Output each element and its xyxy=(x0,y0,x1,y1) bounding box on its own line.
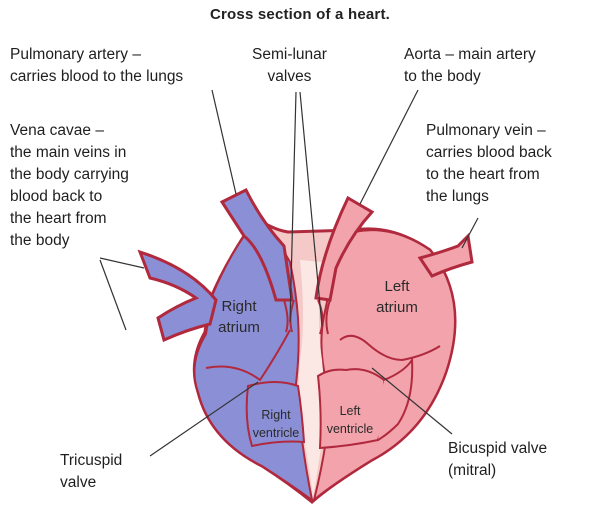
pulmonary-vein-vessel xyxy=(420,236,472,276)
leader-aorta xyxy=(360,90,418,204)
leader-vena-cavae-2 xyxy=(100,260,126,330)
label-pulmonary-artery: Pulmonary artery – carries blood to the … xyxy=(10,44,183,88)
label-tricuspid-valve: Tricuspid valve xyxy=(60,450,122,494)
label-vena-cavae: Vena cavae – the main veins in the body … xyxy=(10,120,129,252)
right-atrium-label: Right atrium xyxy=(204,296,274,338)
label-semilunar-valves: Semi-lunar valves xyxy=(252,44,327,88)
label-pulmonary-vein: Pulmonary vein – carries blood back to t… xyxy=(426,120,552,208)
right-ventricle-label: Right ventricle xyxy=(248,406,304,442)
left-atrium-label: Left atrium xyxy=(362,276,432,318)
leader-vena-cavae-1 xyxy=(100,258,144,268)
leader-pulmonary-artery xyxy=(212,90,236,194)
left-ventricle-label: Left ventricle xyxy=(320,402,380,438)
label-bicuspid-valve: Bicuspid valve (mitral) xyxy=(448,438,547,482)
label-aorta: Aorta – main artery to the body xyxy=(404,44,536,88)
